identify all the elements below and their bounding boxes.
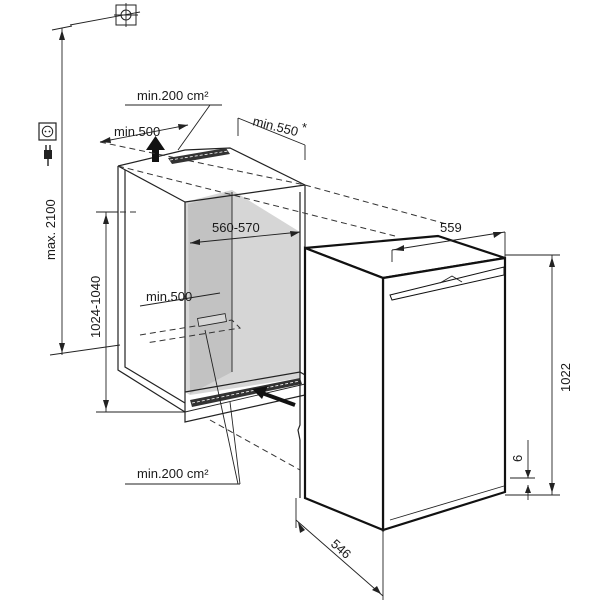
plug-icon	[44, 145, 52, 166]
projection-lines	[99, 141, 451, 471]
top-depth-dimension: min.500	[99, 124, 189, 143]
niche-depth-note: *	[302, 120, 307, 135]
appliance-depth-label: 546	[328, 536, 354, 562]
max-height-dimension: max. 2100	[43, 25, 121, 356]
bottom-depth-dimension: min.500	[139, 289, 227, 327]
niche	[117, 147, 306, 423]
niche-height-label: 1024-1040	[88, 276, 103, 338]
appliance-width-label: 559	[440, 220, 462, 235]
niche-width-label: 560-570	[212, 220, 260, 235]
vent-arrow-up-icon	[146, 136, 165, 162]
niche-width-dimension: 560-570	[189, 220, 301, 245]
socket-icon	[38, 122, 57, 141]
bottom-depth-label: min.500	[146, 289, 192, 304]
bottom-vent-area-label: min.200 cm²	[137, 466, 209, 481]
max-height-label: max. 2100	[43, 199, 58, 260]
appliance-height-label: 1022	[558, 363, 573, 392]
top-vent-area-label: min.200 cm²	[137, 88, 209, 103]
top-depth-label: min.500	[114, 124, 160, 139]
plinth-gap-dimension: 6	[510, 440, 535, 500]
niche-depth-dimension: min.550 *	[237, 113, 307, 160]
niche-depth-label: min.550	[251, 113, 300, 139]
appliance	[297, 234, 507, 532]
bottom-vent-area-callout: min.200 cm²	[125, 329, 241, 485]
plinth-gap-label: 6	[510, 455, 525, 462]
appliance-height-dimension: 1022	[505, 254, 573, 496]
appliance-width-dimension: 559	[391, 220, 506, 262]
airflow-arrow-icon	[252, 386, 296, 407]
top-vent-area-callout: min.200 cm²	[125, 88, 222, 151]
alignment-symbol	[69, 3, 141, 27]
niche-height-dimension: 1024-1040	[88, 211, 185, 413]
